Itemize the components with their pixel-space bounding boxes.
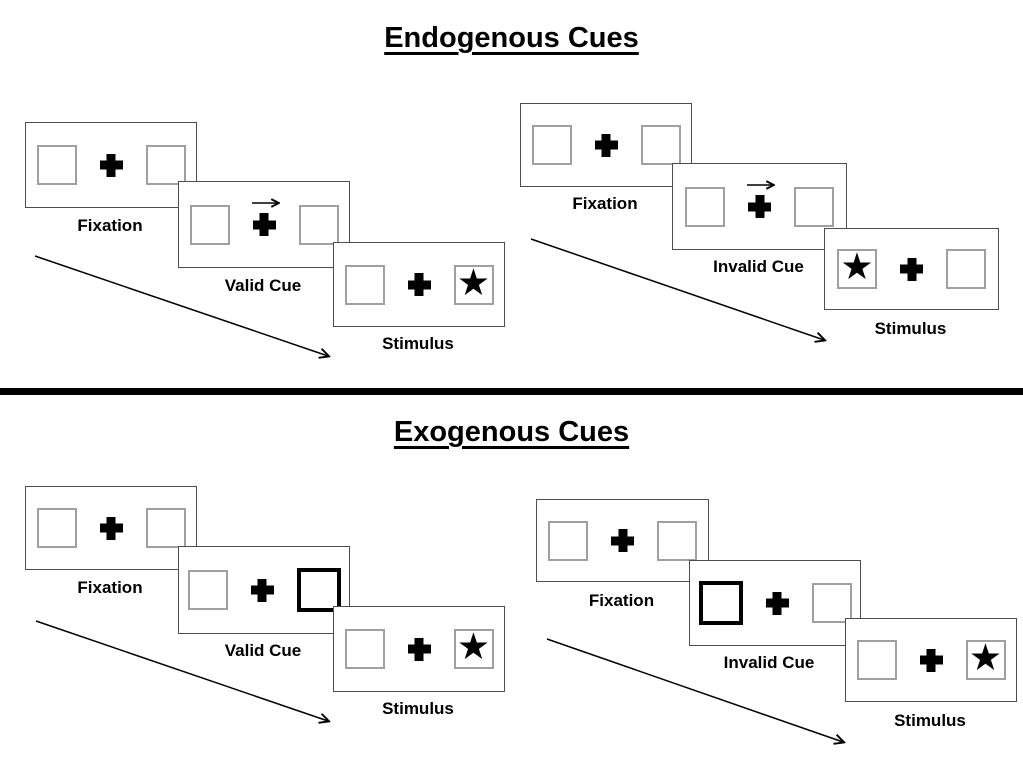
star-icon: ★	[456, 260, 491, 304]
right-target-box: ★	[453, 260, 494, 305]
fixation-cross-icon	[251, 213, 276, 236]
left-placeholder-box	[531, 125, 572, 165]
step-label-stimulus: Stimulus	[382, 334, 454, 353]
step-label-invalid-cue: Invalid Cue	[723, 653, 815, 672]
endo-invalid-stimulus-card: ★	[824, 228, 999, 310]
endo-invalid-cue-card	[672, 163, 847, 250]
exo-valid-fixation-card	[25, 486, 197, 570]
fixation-cross-icon	[900, 258, 923, 281]
left-placeholder-box	[187, 570, 228, 610]
left-placeholder-box	[344, 629, 385, 669]
right-placeholder-box	[811, 583, 852, 623]
right-placeholder-box	[946, 249, 986, 289]
sequence-arrow-endo-invalid	[530, 238, 824, 340]
star-icon: ★	[840, 245, 874, 288]
fixation-cross-icon	[408, 638, 431, 661]
sequence-arrow-endo-valid	[34, 255, 328, 356]
fixation-cross-icon	[747, 195, 771, 218]
right-placeholder-box	[794, 186, 834, 227]
fixation-cross-icon	[611, 529, 634, 552]
fixation-cross-icon	[100, 517, 123, 540]
fixation-cross-icon	[251, 579, 274, 602]
step-label-fixation: Fixation	[572, 194, 638, 213]
exo-valid-cue-card	[178, 546, 350, 634]
sequence-arrow-exo-valid	[35, 620, 328, 721]
step-label-valid-cue: Valid Cue	[224, 276, 302, 295]
exo-invalid-fixation-card	[536, 499, 709, 582]
endo-valid-fixation-card	[25, 122, 197, 208]
left-placeholder-box	[548, 520, 588, 561]
step-label-fixation: Fixation	[77, 578, 143, 597]
star-icon: ★	[456, 625, 491, 668]
exogenous-section-title: Exogenous Cues	[393, 416, 630, 448]
left-placeholder-box	[36, 508, 77, 548]
exo-invalid-stimulus-card: ★	[845, 618, 1017, 702]
right-placeholder-box	[145, 508, 186, 548]
right-placeholder-box	[640, 125, 681, 165]
right-arrow-cue-icon	[251, 197, 285, 209]
fixation-cross-icon	[766, 592, 789, 615]
left-placeholder-box	[36, 145, 77, 185]
endogenous-section-title: Endogenous Cues	[384, 22, 639, 54]
step-label-stimulus: Stimulus	[382, 699, 454, 718]
step-label-fixation: Fixation	[588, 591, 655, 610]
endo-valid-cue-card	[178, 181, 350, 268]
right-highlighted-box	[296, 568, 341, 612]
right-target-box: ★	[453, 625, 494, 669]
star-icon: ★	[968, 636, 1003, 679]
step-label-valid-cue: Valid Cue	[224, 641, 302, 660]
right-placeholder-box	[657, 520, 697, 561]
right-target-box: ★	[965, 636, 1006, 680]
step-label-fixation: Fixation	[77, 216, 143, 235]
left-placeholder-box	[189, 204, 230, 245]
fixation-cross-icon	[595, 134, 618, 157]
step-label-stimulus: Stimulus	[874, 319, 947, 338]
exo-invalid-cue-card	[689, 560, 861, 646]
left-target-box: ★	[837, 245, 877, 289]
endo-valid-stimulus-card: ★	[333, 242, 505, 327]
right-placeholder-box	[145, 145, 186, 185]
left-highlighted-box	[698, 581, 743, 625]
left-placeholder-box	[856, 640, 897, 680]
fixation-cross-icon	[920, 649, 943, 672]
right-placeholder-box	[298, 204, 339, 245]
left-placeholder-box	[344, 264, 385, 305]
fixation-cross-icon	[408, 273, 431, 296]
section-divider	[0, 388, 1023, 395]
right-arrow-cue-icon	[747, 179, 780, 191]
step-label-stimulus: Stimulus	[894, 711, 966, 730]
step-label-invalid-cue: Invalid Cue	[713, 257, 804, 276]
endo-invalid-fixation-card	[520, 103, 692, 187]
fixation-cross-icon	[100, 154, 123, 177]
exo-valid-stimulus-card: ★	[333, 606, 505, 692]
left-placeholder-box	[685, 186, 725, 227]
